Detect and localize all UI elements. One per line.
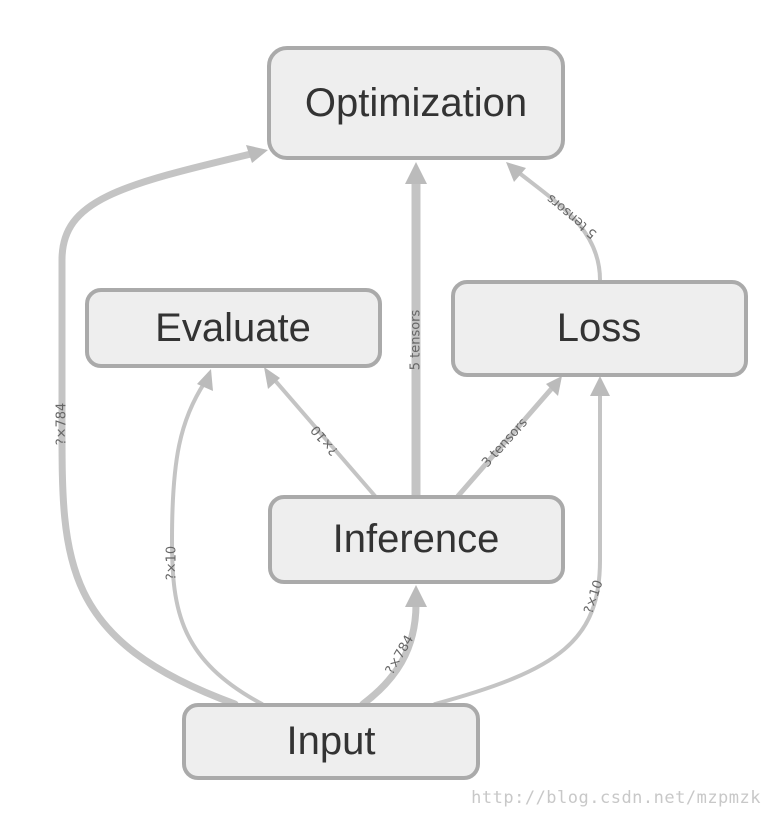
arrowhead-icon xyxy=(405,585,427,607)
edge-label-input-evaluate: ?×10 xyxy=(165,546,180,580)
arrowhead-icon xyxy=(405,162,427,184)
edge-label-inference-optimization: 5 tensors xyxy=(409,309,424,370)
node-label-evaluate: Evaluate xyxy=(155,306,311,350)
arrowhead-icon xyxy=(506,162,526,182)
edge-loss-optimization[interactable]: 5 tensors xyxy=(506,162,602,282)
edge-inference-evaluate[interactable]: ?×10 xyxy=(264,367,377,498)
edge-label-loss-optimization: 5 tensors xyxy=(544,191,600,242)
arrowhead-icon xyxy=(546,376,562,396)
edge-label-input-loss: ?×10 xyxy=(582,578,607,615)
edge-input-optimization[interactable]: ?×784 xyxy=(55,145,269,708)
edge-label-input-optimization: ?×784 xyxy=(55,403,70,446)
edge-inference-optimization[interactable]: 5 tensors xyxy=(405,162,427,501)
node-optimization[interactable]: Optimization xyxy=(267,46,565,160)
node-input[interactable]: Input xyxy=(182,703,480,780)
node-loss[interactable]: Loss xyxy=(451,280,748,377)
arrowhead-icon xyxy=(590,376,610,396)
edge-inference-loss[interactable]: 3 tensors xyxy=(455,376,562,499)
arrowhead-icon xyxy=(197,369,213,391)
node-label-inference: Inference xyxy=(333,517,500,561)
node-evaluate[interactable]: Evaluate xyxy=(85,288,382,368)
watermark-text: http://blog.csdn.net/mzpmzk xyxy=(471,788,761,808)
edge-input-evaluate[interactable]: ?×10 xyxy=(165,369,264,706)
node-label-input: Input xyxy=(287,719,376,763)
edge-label-inference-loss: 3 tensors xyxy=(479,415,531,470)
edge-input-inference[interactable]: ?×784 xyxy=(359,585,427,708)
arrowhead-icon xyxy=(264,367,280,389)
node-label-optimization: Optimization xyxy=(305,81,527,125)
node-inference[interactable]: Inference xyxy=(268,495,565,584)
node-label-loss: Loss xyxy=(557,306,642,350)
arrowhead-icon xyxy=(246,145,268,163)
